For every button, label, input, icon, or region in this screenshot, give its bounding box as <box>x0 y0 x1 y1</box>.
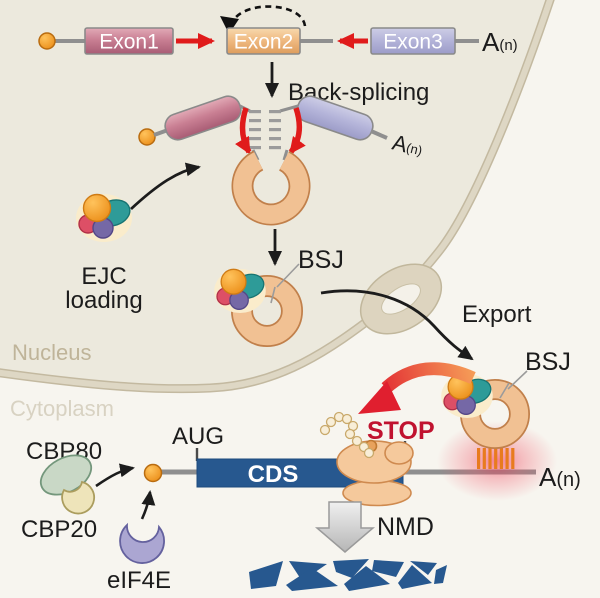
nuclear-pore <box>359 263 443 335</box>
backsplice-dashed-arc <box>231 5 307 27</box>
nmd-label: NMD <box>377 513 434 541</box>
cbp20-label: CBP20 <box>21 516 97 543</box>
nucleus-label: Nucleus <box>12 340 91 365</box>
nascent-peptide <box>319 411 375 459</box>
cbp-to-cap-arrow-icon <box>95 463 135 488</box>
nmd-trigger-arrowhead-icon <box>358 381 401 414</box>
eif4e-to-cap-arrow-icon <box>140 490 156 520</box>
stop-label: STOP <box>367 417 435 445</box>
exon1-label: Exon1 <box>99 31 159 54</box>
exon2-label: Exon2 <box>234 31 294 54</box>
nucleus-region <box>0 0 550 389</box>
cap-intermediate-icon <box>138 128 156 146</box>
five-prime-cap-icon <box>38 32 56 50</box>
ribosome <box>336 439 414 507</box>
cytoplasm-label: Cytoplasm <box>10 396 114 421</box>
exon1-cylinder <box>164 95 242 141</box>
cap-cyto-icon <box>143 463 163 483</box>
eif4e-protein <box>119 522 165 564</box>
exon2-box: Exon2 <box>226 27 301 55</box>
exon3-box: Exon3 <box>370 27 456 55</box>
pairing-hash-marks <box>249 110 281 150</box>
cds-label: CDS <box>248 461 299 488</box>
backsplice-red-arrow-left-icon <box>235 107 252 155</box>
ejc-label-line2: loading <box>65 287 142 314</box>
ejc-label-line1: EJC <box>81 263 126 290</box>
bsj-label-nuclear: BSJ <box>298 246 344 274</box>
exon3-label: Exon3 <box>383 31 443 54</box>
backsplice-arc-arrowhead-icon <box>220 16 239 34</box>
bsj-leader-cyto <box>507 370 528 390</box>
export-arrow-icon <box>320 289 474 361</box>
cbp20-protein <box>61 480 95 515</box>
stub-exon3-polya <box>370 129 388 140</box>
nmd-trigger-arrow <box>381 362 476 393</box>
stub-ring-right <box>282 149 289 161</box>
export-label: Export <box>462 301 532 328</box>
exon1-box: Exon1 <box>84 27 174 55</box>
ejc-loading-arrow-icon <box>130 162 201 211</box>
nmd-block-arrow-icon <box>314 501 376 553</box>
degraded-mrna <box>249 559 447 591</box>
cbp80-protein <box>39 454 93 496</box>
bsj-label-cyto: BSJ <box>525 348 571 376</box>
polya-intermediate-label: A(n) <box>390 130 426 162</box>
polya-top-label: A(n) <box>482 27 518 57</box>
backsplice-red-arrow-right-icon <box>288 107 306 155</box>
bsj-leader-nuclear <box>276 263 300 288</box>
polya-cyto-label: A(n) <box>539 462 581 492</box>
eif4e-label: eIF4E <box>107 567 171 594</box>
pairing-ticks <box>477 448 515 469</box>
aug-label: AUG <box>172 423 224 450</box>
stub-hash-right <box>279 104 299 113</box>
